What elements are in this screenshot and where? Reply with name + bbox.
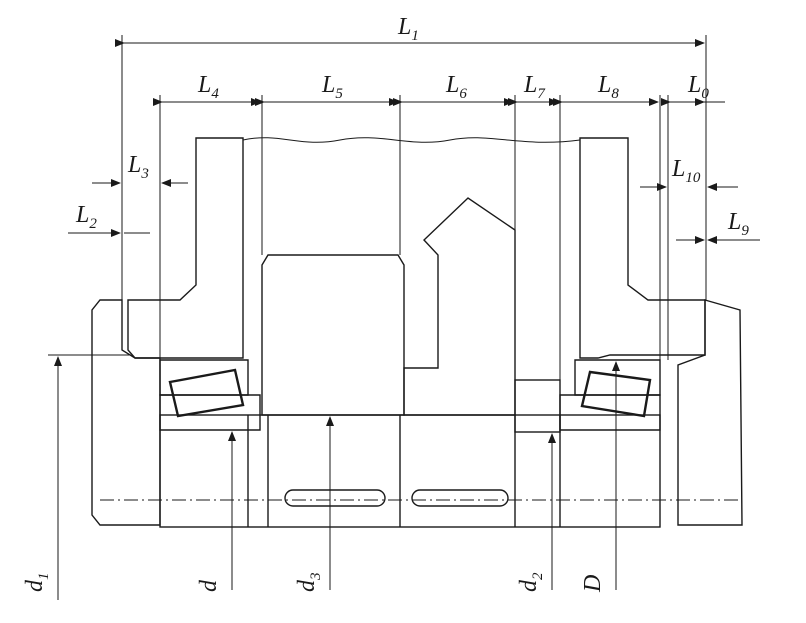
label-L9: L9 — [727, 209, 749, 239]
label-L8: L8 — [597, 72, 619, 102]
keyway-left — [284, 489, 386, 507]
label-d: d — [196, 579, 222, 592]
keyway-right — [411, 489, 509, 507]
label-L5: L5 — [321, 72, 343, 102]
bevel-gear — [403, 197, 516, 416]
break-line — [242, 137, 581, 143]
label-d2: d2 — [516, 572, 546, 592]
label-L4: L4 — [197, 72, 219, 102]
label-L3: L3 — [127, 152, 149, 182]
label-d3: d3 — [294, 573, 324, 593]
bearing-left — [159, 359, 261, 431]
label-L0: L0 — [687, 72, 709, 102]
shaft — [159, 414, 661, 528]
label-L10: L10 — [671, 156, 701, 186]
label-L7: L7 — [523, 72, 546, 102]
label-d1: d1 — [22, 573, 52, 593]
label-L1: L1 — [397, 14, 419, 44]
label-L6: L6 — [445, 72, 467, 102]
label-L2: L2 — [75, 202, 97, 232]
housing — [91, 137, 743, 526]
dimension-lines — [48, 35, 760, 600]
bearing-right — [559, 359, 661, 431]
label-D: D — [580, 575, 606, 593]
spacer-ring — [514, 379, 561, 433]
spur-gear — [261, 254, 405, 416]
